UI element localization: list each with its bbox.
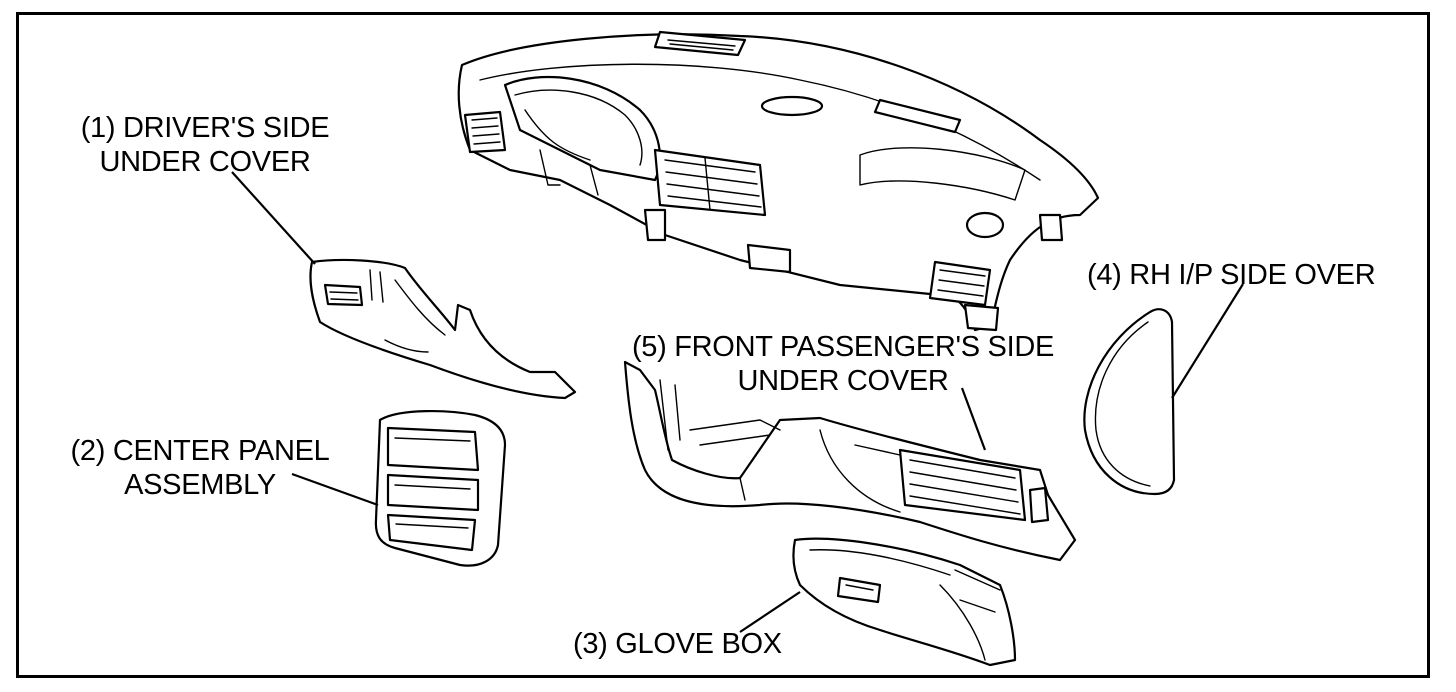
center-panel-assembly-part (374, 410, 507, 567)
label-line: (1) DRIVER'S SIDE (80, 112, 330, 144)
label-center-panel-assembly: (2) CENTER PANEL ASSEMBLY (60, 434, 340, 502)
label-glove-box: (3) GLOVE BOX (573, 628, 782, 660)
leader-line-2 (291, 472, 379, 507)
label-line: ASSEMBLY (124, 469, 276, 501)
glove-box-part (792, 537, 1017, 667)
label-line: UNDER COVER (99, 146, 311, 178)
leader-line-1 (231, 171, 316, 265)
leader-line-3 (739, 591, 801, 633)
label-line: UNDER COVER (737, 365, 949, 397)
front-passenger-side-under-cover-part (623, 360, 1077, 562)
label-line: (5) FRONT PASSENGER'S SIDE (631, 331, 1055, 363)
rh-ip-side-over-part (1083, 308, 1176, 496)
label-driver-side-under-cover: (1) DRIVER'S SIDE UNDER COVER (70, 111, 340, 179)
label-front-passenger-side-under-cover: (5) FRONT PASSENGER'S SIDE UNDER COVER (608, 330, 1078, 398)
label-rh-ip-side-over: (4) RH I/P SIDE OVER (1087, 259, 1376, 291)
label-line: (2) CENTER PANEL (70, 435, 330, 467)
leader-line-4 (1171, 283, 1244, 399)
leader-line-5 (960, 387, 987, 451)
driver-side-under-cover-part (309, 258, 577, 400)
instrument-panel (457, 30, 1100, 332)
